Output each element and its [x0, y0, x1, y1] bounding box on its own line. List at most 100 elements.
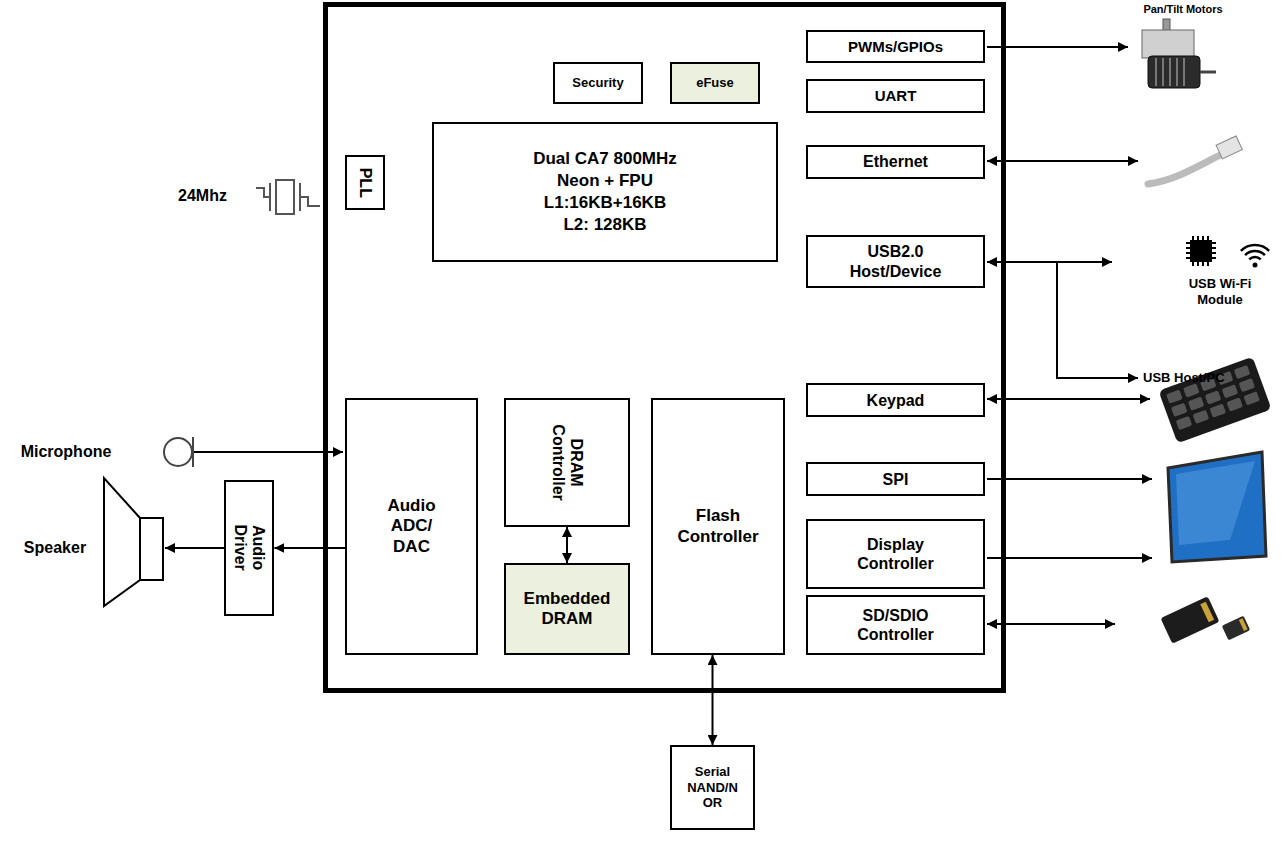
wifi-module-icon: [1186, 236, 1269, 268]
box-label: SD/SDIO Controller: [841, 606, 951, 644]
motor-axle: [1200, 71, 1216, 74]
microphone-wire: [193, 451, 343, 453]
box-label: eFuse: [696, 75, 734, 91]
box-label: Dual CA7 800MHz: [533, 148, 677, 170]
crystal-lead: [256, 188, 270, 197]
interface-box: UART: [806, 79, 985, 113]
key: [1183, 383, 1200, 397]
device-label: Speaker: [12, 538, 98, 557]
keypad-wire: [987, 398, 1150, 400]
box-label: Serial NAND/N OR: [682, 764, 744, 811]
box-label: PLL: [356, 163, 374, 203]
chip-outline: [326, 5, 1004, 691]
chip-icon: [1190, 240, 1212, 262]
box-label: Display Controller: [841, 535, 951, 573]
usb-branch-wire: [1057, 262, 1138, 378]
motor-top: [1142, 30, 1194, 58]
chip-pins: [1186, 236, 1216, 266]
device-label: USB Host/PC: [1143, 370, 1253, 386]
box-label: L1:16KB+16KB: [544, 192, 666, 214]
box-label: DRAM Controller: [549, 418, 584, 508]
interface-box: PWMs/GPIOs: [806, 30, 985, 63]
display-panel: [1168, 452, 1266, 562]
interface-box: USB2.0 Host/Device: [806, 235, 985, 288]
flash-controller-box: Flash Controller: [651, 398, 785, 655]
embedded-dram-box: Embedded DRAM: [504, 563, 630, 655]
motor-icon: [1142, 19, 1216, 88]
motor-body: [1148, 56, 1200, 88]
box-label: Flash Controller: [671, 506, 766, 547]
display-wire: [987, 557, 1152, 559]
connector-arrow: [274, 547, 345, 549]
sd-card: [1161, 596, 1220, 643]
box-label: Embedded DRAM: [520, 589, 615, 630]
keypad-body: [1158, 357, 1271, 444]
device-label: Microphone: [4, 442, 128, 461]
box-label: Neon + FPU: [557, 170, 653, 192]
key: [1222, 384, 1239, 398]
interface-box: Display Controller: [806, 519, 985, 589]
box-label: Keypad: [867, 391, 925, 410]
speaker-magnet: [140, 518, 163, 580]
key: [1166, 390, 1183, 404]
ethernet-cable-icon: [1148, 136, 1242, 184]
interface-box: SD/SDIO Controller: [806, 595, 985, 655]
box-label: SPI: [883, 470, 909, 489]
key: [1234, 365, 1251, 379]
dram-controller-box: DRAM Controller: [504, 398, 630, 527]
display-icon: [1168, 452, 1266, 562]
box-label: Audio ADC/ DAC: [382, 496, 442, 557]
micro-sd-contacts: [1239, 618, 1248, 631]
pwm-wire: [987, 46, 1128, 48]
usb-wire: [987, 261, 1112, 263]
micro-sd-card: [1222, 616, 1251, 641]
box-label: PWMs/GPIOs: [848, 38, 943, 56]
box-label: L2: 128KB: [563, 214, 646, 236]
crystal-plate: [269, 183, 271, 211]
audio-driver-box: Audio Driver: [224, 480, 274, 616]
key: [1193, 410, 1210, 424]
cable-plug: [1216, 136, 1242, 159]
sd-wire: [987, 623, 1115, 625]
interface-box: Keypad: [806, 383, 985, 417]
sd-card-icon: [1161, 596, 1251, 643]
key: [1210, 404, 1227, 418]
device-label: 24Mhz: [160, 186, 245, 205]
box-label: Security: [572, 75, 623, 91]
wifi-arcs: [1241, 245, 1269, 259]
flash-memory-box: Serial NAND/N OR: [670, 745, 755, 830]
box-label: USB2.0 Host/Device: [838, 242, 953, 280]
key: [1176, 416, 1193, 430]
device-label: Pan/Tilt Motors: [1128, 3, 1238, 16]
key: [1188, 397, 1205, 411]
keypad-icon: [1158, 357, 1271, 444]
key: [1205, 390, 1222, 404]
crystal-lead: [300, 197, 320, 206]
speaker-cone: [104, 478, 140, 606]
microphone-bar: [192, 437, 194, 467]
key: [1226, 397, 1243, 411]
cpu-box: Dual CA7 800MHzNeon + FPUL1:16KB+16KBL2:…: [432, 122, 778, 262]
security-box: Security: [553, 62, 643, 104]
cable: [1148, 154, 1222, 184]
key: [1171, 403, 1188, 417]
microphone-symbol: [164, 437, 193, 467]
connector-arrow: [566, 527, 568, 563]
interface-box: Ethernet: [806, 145, 985, 179]
audio-codec-box: Audio ADC/ DAC: [345, 398, 478, 655]
key: [1243, 391, 1260, 405]
speaker-symbol: [104, 478, 163, 606]
crystal-body: [276, 180, 294, 214]
box-label: UART: [875, 87, 917, 105]
efuse-box: eFuse: [670, 62, 760, 104]
speaker-wire: [165, 547, 226, 549]
box-label: Ethernet: [863, 152, 928, 171]
wifi-dot: [1253, 263, 1258, 268]
sd-card-body: [1161, 596, 1220, 643]
box-label: Audio Driver: [232, 513, 267, 583]
spi-wire: [987, 478, 1152, 480]
micro-sd-body: [1222, 616, 1251, 641]
